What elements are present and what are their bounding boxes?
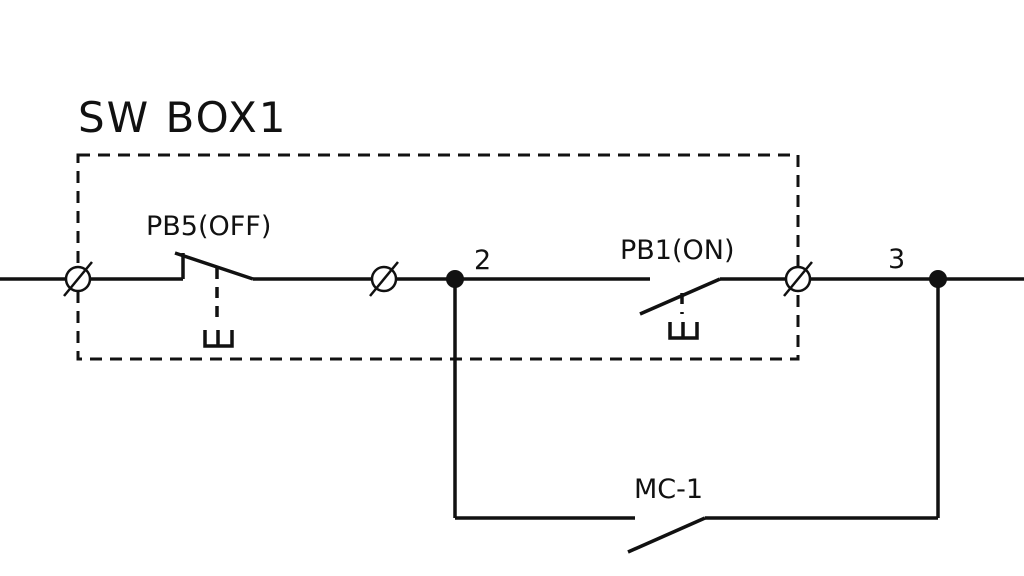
switch-box-title: SW BOX1 [78,93,287,142]
terminal-middle-icon [369,261,399,297]
pb5-pushbutton-icon [203,330,234,348]
mc1-label: MC-1 [634,474,703,505]
node-3-label: 3 [888,244,905,275]
mc1-contact-blade [627,516,706,554]
pb1-label: PB1(ON) [620,235,735,266]
junction-node-2 [446,270,464,288]
terminal-right-icon [783,261,813,297]
pb1-contact-blade [639,277,721,316]
pb1-pushbutton-icon [668,322,699,340]
terminal-left-icon [63,261,93,297]
pb5-label: PB5(OFF) [146,211,271,242]
switch-box-outline [76,153,800,361]
node-2-label: 2 [474,245,491,276]
pb5-contact-blade [174,251,254,281]
junction-node-3 [929,270,947,288]
